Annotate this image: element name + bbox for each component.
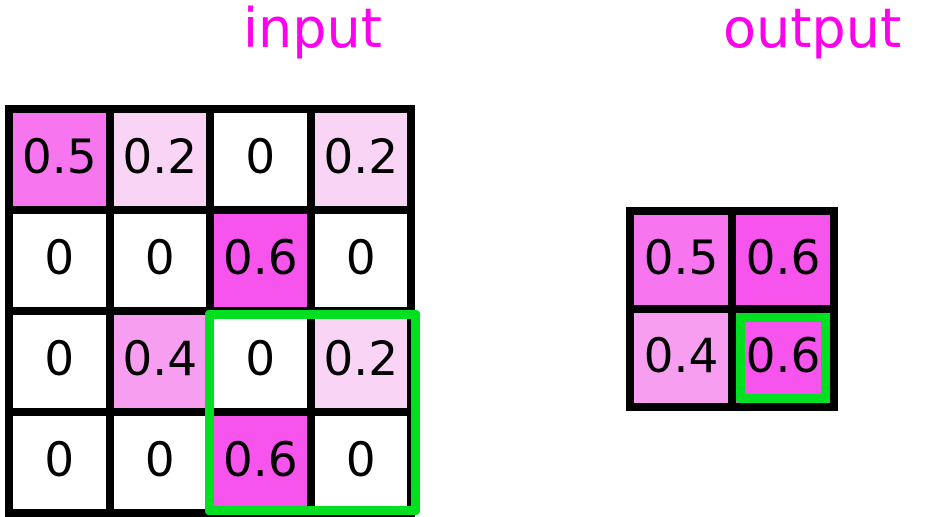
output-cell-r1c1: 0.6 (736, 313, 830, 403)
input-cell-value: 0 (44, 231, 75, 286)
input-cell-r2c1: 0.4 (113, 315, 206, 408)
input-cell-value: 0 (44, 433, 75, 488)
input-cell-r3c2: 0.6 (214, 416, 307, 509)
input-matrix: 0.5 0.2 0 0.2 0 0 0.6 0 0 0.4 0 0.2 0 0 0.6 0 (5, 105, 415, 517)
input-cell-r2c3: 0.2 (314, 315, 407, 408)
input-cell-value: 0.5 (21, 130, 97, 185)
input-cell-value: 0.2 (122, 130, 198, 185)
input-cell-value: 0.2 (323, 332, 399, 387)
input-cell-r0c3: 0.2 (314, 113, 407, 206)
input-cell-r1c2: 0.6 (214, 214, 307, 307)
input-cell-r0c1: 0.2 (113, 113, 206, 206)
input-cell-r1c3: 0 (314, 214, 407, 307)
output-cell-r1c0: 0.4 (634, 313, 728, 403)
input-cell-r0c0: 0.5 (13, 113, 106, 206)
output-cell-r0c0: 0.5 (634, 215, 728, 305)
input-cell-value: 0 (345, 433, 376, 488)
input-cell-r1c1: 0 (113, 214, 206, 307)
output-title: output (723, 0, 902, 60)
input-cell-r0c2: 0 (214, 113, 307, 206)
input-cell-r2c0: 0 (13, 315, 106, 408)
output-cell-value: 0.6 (745, 230, 821, 286)
output-cell-value: 0.5 (643, 230, 719, 286)
input-cell-value: 0.2 (323, 130, 399, 185)
input-cell-value: 0 (44, 332, 75, 387)
input-cell-value: 0 (144, 433, 175, 488)
input-cell-value: 0 (345, 231, 376, 286)
input-cell-value: 0 (245, 130, 276, 185)
input-cell-r3c3: 0 (314, 416, 407, 509)
input-title: input (243, 0, 382, 60)
input-cell-r3c0: 0 (13, 416, 106, 509)
output-matrix: 0.5 0.6 0.4 0.6 (626, 207, 838, 411)
output-cell-value: 0.6 (745, 328, 821, 384)
input-cell-value: 0.6 (222, 433, 298, 488)
input-cell-value: 0 (144, 231, 175, 286)
input-cell-value: 0 (245, 332, 276, 387)
input-cell-r3c1: 0 (113, 416, 206, 509)
input-cell-value: 0.6 (222, 231, 298, 286)
output-cell-value: 0.4 (643, 328, 719, 384)
input-cell-r2c2: 0 (214, 315, 307, 408)
input-cell-value: 0.4 (122, 332, 198, 387)
output-cell-r0c1: 0.6 (736, 215, 830, 305)
input-cell-r1c0: 0 (13, 214, 106, 307)
